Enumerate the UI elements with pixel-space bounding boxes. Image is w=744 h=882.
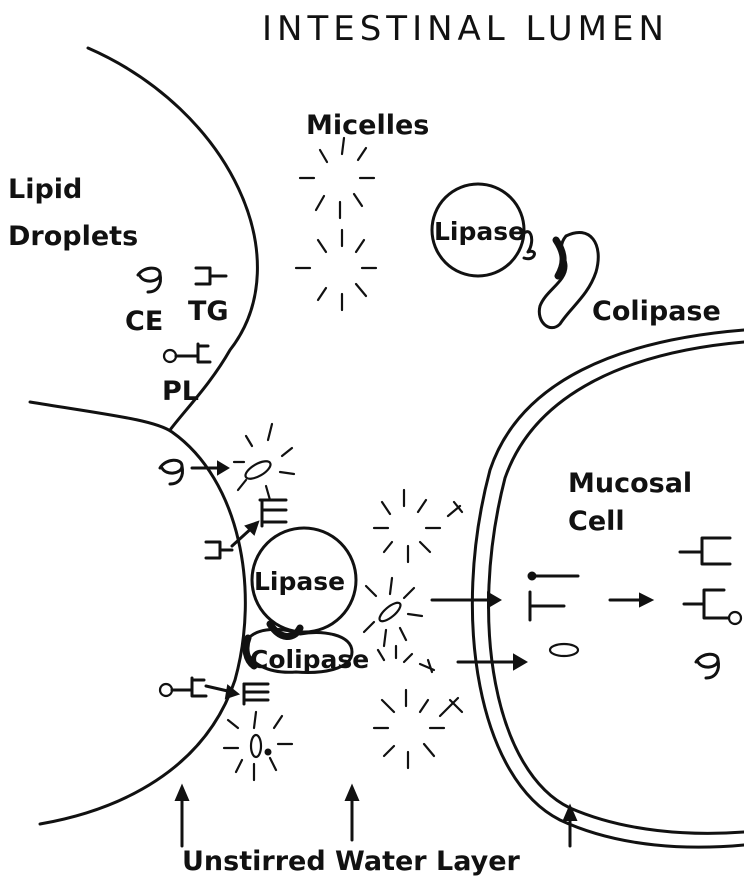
lipase-bottom-label: Lipase (254, 567, 345, 596)
colipase-top-label: Colipase (592, 296, 721, 327)
resynthesized-phospholipid-icon (684, 590, 728, 618)
phospholipid-tail-icon (172, 678, 206, 696)
mucosal-cell-inner-membrane (489, 342, 744, 833)
fatty-acid-stack-icon (260, 500, 286, 526)
arrowhead-icon (488, 593, 500, 607)
mucosal-cell-outer-membrane (472, 330, 744, 847)
colipase-binding-edge-top (556, 240, 563, 276)
micelle-icon (296, 230, 376, 310)
lipid-droplet-lower-outline (30, 402, 245, 824)
lipase-top-label: Lipase (434, 217, 525, 246)
micelle-icon (364, 578, 422, 646)
micelles-label: Micelles (306, 110, 429, 141)
tg-label: TG (188, 296, 229, 327)
micelle-icon (374, 490, 462, 562)
micelle-icon (224, 712, 292, 780)
monoglyceride-head-icon (529, 573, 536, 580)
diagram-title: INTESTINAL LUMEN (262, 9, 669, 49)
ce-label: CE (125, 306, 163, 337)
cholesterol-icon (550, 644, 578, 656)
fatty-acid-icon (530, 592, 564, 620)
colipase-protein-top (539, 232, 598, 327)
arrowhead-icon (564, 806, 576, 820)
triglyceride-icon (196, 268, 226, 284)
droplets-label: Droplets (8, 221, 138, 252)
cholesteryl-ester-icon (160, 460, 183, 484)
colipase-bottom-label: Colipase (250, 645, 369, 674)
triglyceride-icon (206, 542, 232, 558)
resynthesized-triglyceride-icon (680, 538, 730, 564)
pl-label: PL (162, 376, 199, 407)
arrowhead-icon (514, 655, 526, 669)
micelle-icon (300, 138, 374, 218)
micelle-icon (234, 424, 294, 500)
lysophospholipid-stack-icon (244, 684, 268, 704)
arrowhead-icon (640, 594, 652, 606)
lipid-label: Lipid (8, 174, 82, 205)
phospholipid-head-icon (160, 684, 172, 696)
cholesteryl-ester-icon (138, 268, 161, 292)
arrowhead-icon (218, 462, 228, 474)
micelle-icon (378, 646, 434, 672)
micelle-icon (374, 690, 462, 768)
mucosal-label: Mucosal (568, 468, 692, 499)
arrowhead-icon (346, 786, 358, 800)
cell-label: Cell (568, 506, 625, 537)
cholesteryl-ester-icon (696, 654, 719, 678)
unstirred-water-layer-label: Unstirred Water Layer (182, 846, 521, 877)
phospholipid-head-icon (729, 612, 741, 624)
arrowhead-icon (176, 786, 188, 800)
phospholipid-head-icon (164, 350, 176, 362)
phospholipid-tail-icon (176, 344, 210, 362)
